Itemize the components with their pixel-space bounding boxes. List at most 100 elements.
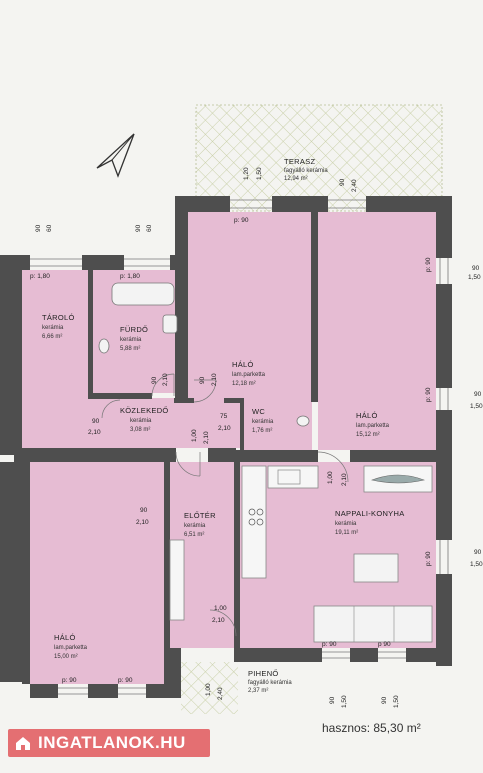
- dim-label: 90: [151, 376, 158, 384]
- room-name: HÁLÓ: [356, 411, 378, 420]
- dim-label: 2,10: [218, 425, 231, 432]
- room-area: 6,51 m²: [184, 532, 204, 538]
- house-icon: [14, 734, 32, 752]
- dim-label: 1,00: [191, 429, 198, 442]
- dim-label: 75: [220, 413, 228, 420]
- dim-label: 90: [92, 418, 100, 425]
- room-name: WC: [252, 407, 265, 416]
- room-area: 1,76 m²: [252, 428, 272, 434]
- room-material: kerámia: [184, 523, 206, 529]
- dim-label: 2,10: [212, 617, 225, 624]
- dim-label: 90: [474, 549, 482, 556]
- room-name: PIHENŐ: [248, 669, 279, 678]
- room-name: TÁROLÓ: [42, 313, 75, 322]
- room-name: TERASZ: [284, 157, 316, 166]
- washbasin-icon: [162, 314, 178, 334]
- room-name: NAPPALI-KONYHA: [335, 509, 405, 518]
- parapet-label: p: 90: [425, 551, 432, 566]
- room-fills: [22, 212, 436, 684]
- dim-label: 2,10: [211, 373, 218, 386]
- room-nappali-konyha: NAPPALI-KONYHA kerámia 19,11 m²: [335, 509, 405, 536]
- parapet-label: p: 1,80: [120, 273, 140, 280]
- room-area: 12,18 m²: [232, 381, 256, 387]
- doors: [101, 373, 349, 637]
- dimension-labels: 90 60 90 60 1,20 1,50 90 2,40 90 2,10 90…: [30, 167, 483, 742]
- bathtub-icon: [111, 282, 175, 306]
- ingatlanok-logo: INGATLANOK.HU: [8, 729, 210, 757]
- room-area: 6,66 m²: [42, 334, 62, 340]
- room-tarolo: TÁROLÓ kerámia 6,66 m²: [42, 313, 75, 340]
- usable-area-total: hasznos: 85,30 m²: [322, 721, 421, 735]
- room-area: 3,08 m²: [130, 427, 150, 433]
- room-material: kerámia: [252, 419, 274, 425]
- dim-label: 2,10: [162, 373, 169, 386]
- toilet-icon: [98, 338, 310, 427]
- table-icon: [353, 553, 399, 583]
- dim-label: 90: [472, 265, 480, 272]
- room-halo-2: HÁLÓ lam.parketta 15,12 m²: [356, 411, 390, 438]
- room-furdo: FÜRDŐ kerámia 5,88 m²: [120, 325, 148, 352]
- kitchen-counter-icon: [241, 465, 319, 579]
- parapet-label: p 90: [378, 641, 391, 648]
- dim-label: 1,50: [470, 403, 483, 410]
- parapet-label: p: 90: [118, 677, 133, 684]
- room-area: 15,12 m²: [356, 432, 380, 438]
- room-piheno: PIHENŐ fagyálló kerámia 2,37 m²: [248, 669, 292, 694]
- dim-label: 2,40: [351, 179, 358, 192]
- room-material: lam.parketta: [232, 372, 266, 378]
- dim-label: 60: [146, 224, 153, 232]
- room-area: 12,94 m²: [284, 176, 308, 182]
- parapet-label: p: 1,80: [30, 273, 50, 280]
- room-material: kerámia: [42, 325, 64, 331]
- room-material: lam.parketta: [356, 423, 390, 429]
- room-material: lam.parketta: [54, 645, 88, 651]
- parapet-label: p: 90: [234, 217, 249, 224]
- dim-label: 2,40: [217, 687, 224, 700]
- dim-label: 1,00: [214, 605, 227, 612]
- dim-label: 1,50: [393, 695, 400, 708]
- parapet-label: p: 90: [322, 641, 337, 648]
- dim-label: 2,10: [341, 473, 348, 486]
- fireplace-icon: [363, 465, 433, 493]
- room-material: fagyálló kerámia: [248, 680, 292, 686]
- room-terasz: TERASZ fagyálló kerámia 12,94 m²: [284, 157, 328, 182]
- dim-label: 90: [329, 696, 336, 704]
- room-name: HÁLÓ: [54, 633, 76, 642]
- dim-label: 90: [381, 696, 388, 704]
- landing-area: [181, 662, 238, 714]
- parapet-label: p: 90: [425, 387, 432, 402]
- room-area: 2,37 m²: [248, 688, 268, 694]
- parapet-label: p: 90: [425, 257, 432, 272]
- wardrobe-icon: [169, 539, 185, 621]
- dim-label: 1,50: [468, 274, 481, 281]
- logo-text: INGATLANOK.HU: [38, 733, 186, 752]
- room-material: kerámia: [335, 521, 357, 527]
- dim-label: 90: [35, 224, 42, 232]
- room-area: 19,11 m²: [335, 530, 358, 536]
- dim-label: 90: [339, 178, 346, 186]
- dim-label: 1,50: [341, 695, 348, 708]
- room-material: kerámia: [120, 337, 142, 343]
- room-kozlekedo: KÖZLEKEDŐ kerámia 3,08 m²: [120, 406, 169, 433]
- room-name: HÁLÓ: [232, 360, 254, 369]
- parapet-label: p: 90: [62, 677, 77, 684]
- dim-label: 2,10: [88, 429, 101, 436]
- room-eloter: ELŐTÉR kerámia 6,51 m²: [184, 511, 216, 538]
- dim-label: 90: [474, 391, 482, 398]
- room-wc: WC kerámia 1,76 m²: [252, 407, 274, 434]
- dim-label: 1,00: [205, 683, 212, 696]
- dim-label: 1,20: [243, 167, 250, 180]
- room-name: KÖZLEKEDŐ: [120, 406, 169, 415]
- room-halo-3: HÁLÓ lam.parketta 15,00 m²: [54, 633, 88, 660]
- room-halo-1: HÁLÓ lam.parketta 12,18 m²: [232, 360, 266, 387]
- room-material: fagyálló kerámia: [284, 168, 328, 174]
- dim-label: 1,50: [256, 167, 263, 180]
- dim-label: 90: [135, 224, 142, 232]
- dim-label: 90: [140, 507, 148, 514]
- room-name: ELŐTÉR: [184, 511, 216, 520]
- sofa-icon: [313, 605, 433, 643]
- dim-label: 2,10: [203, 431, 210, 444]
- room-name: FÜRDŐ: [120, 325, 148, 334]
